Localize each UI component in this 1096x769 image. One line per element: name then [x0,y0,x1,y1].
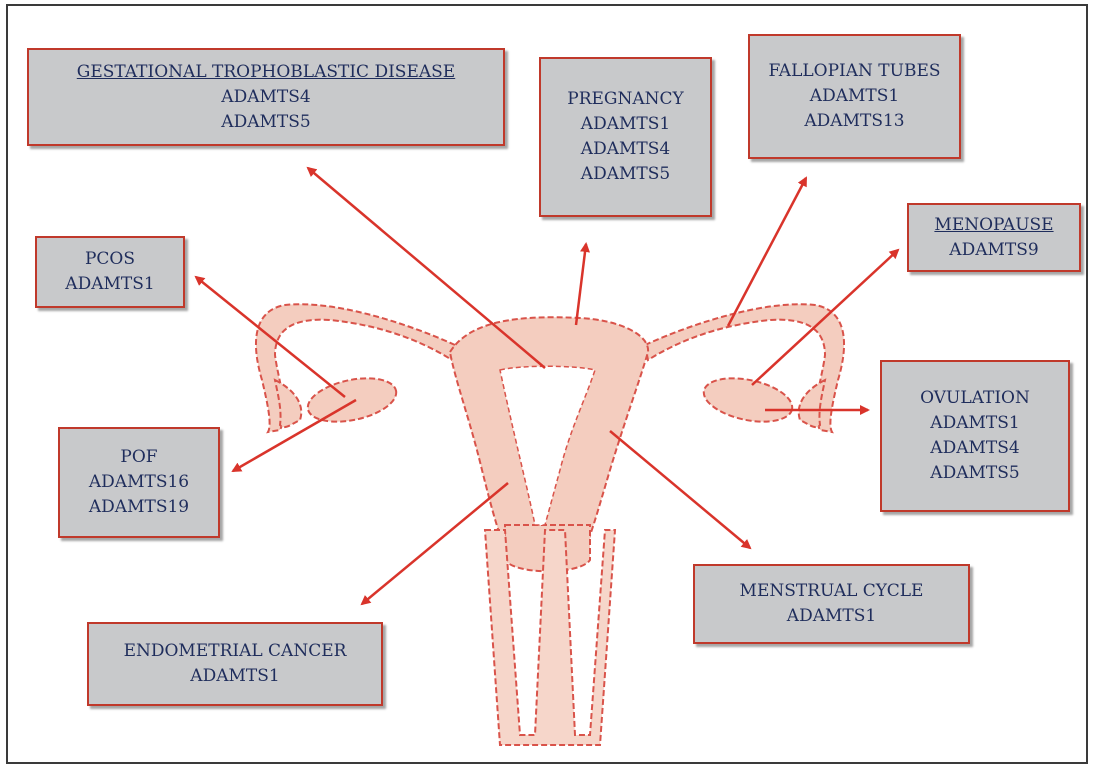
label-title: GESTATIONAL TROPHOBLASTIC DISEASE [29,60,503,85]
label-title: POF [60,445,218,470]
label-title: FALLOPIAN TUBES [750,59,959,84]
label-title: ENDOMETRIAL CANCER [89,639,381,664]
gene-label: ADAMTS1 [882,411,1068,436]
label-menstrual-cycle: MENSTRUAL CYCLE ADAMTS1 [693,564,970,644]
gene-label: ADAMTS9 [909,238,1079,263]
label-fallopian-tubes: FALLOPIAN TUBES ADAMTS1 ADAMTS13 [748,34,961,159]
arrow-pregnancy [576,244,586,325]
right-ovary [700,371,796,429]
label-pregnancy: PREGNANCY ADAMTS1 ADAMTS4 ADAMTS5 [539,57,712,217]
gene-label: ADAMTS1 [750,84,959,109]
label-title: OVULATION [882,386,1068,411]
label-title: MENSTRUAL CYCLE [695,579,968,604]
arrow-menstrual [610,431,750,548]
label-endometrial-cancer: ENDOMETRIAL CANCER ADAMTS1 [87,622,383,706]
vagina [485,530,615,745]
label-title: PCOS [37,247,183,272]
label-menopause: MENOPAUSE ADAMTS9 [907,203,1081,272]
gene-label: ADAMTS13 [750,109,959,134]
left-ovary [304,371,400,429]
gene-label: ADAMTS4 [882,436,1068,461]
gene-label: ADAMTS1 [89,664,381,689]
gene-label: ADAMTS4 [541,137,710,162]
gene-label: ADAMTS1 [541,112,710,137]
label-title: MENOPAUSE [909,213,1079,238]
label-pof: POF ADAMTS16 ADAMTS19 [58,427,220,538]
gene-label: ADAMTS16 [60,470,218,495]
label-pcos: PCOS ADAMTS1 [35,236,185,308]
gene-label: ADAMTS5 [29,110,503,135]
gene-label: ADAMTS4 [29,85,503,110]
label-gestational-trophoblastic-disease: GESTATIONAL TROPHOBLASTIC DISEASE ADAMTS… [27,48,505,146]
gene-label: ADAMTS19 [60,495,218,520]
gene-label: ADAMTS1 [37,272,183,297]
gene-label: ADAMTS5 [541,162,710,187]
label-ovulation: OVULATION ADAMTS1 ADAMTS4 ADAMTS5 [880,360,1070,512]
gene-label: ADAMTS5 [882,461,1068,486]
label-title: PREGNANCY [541,87,710,112]
gene-label: ADAMTS1 [695,604,968,629]
